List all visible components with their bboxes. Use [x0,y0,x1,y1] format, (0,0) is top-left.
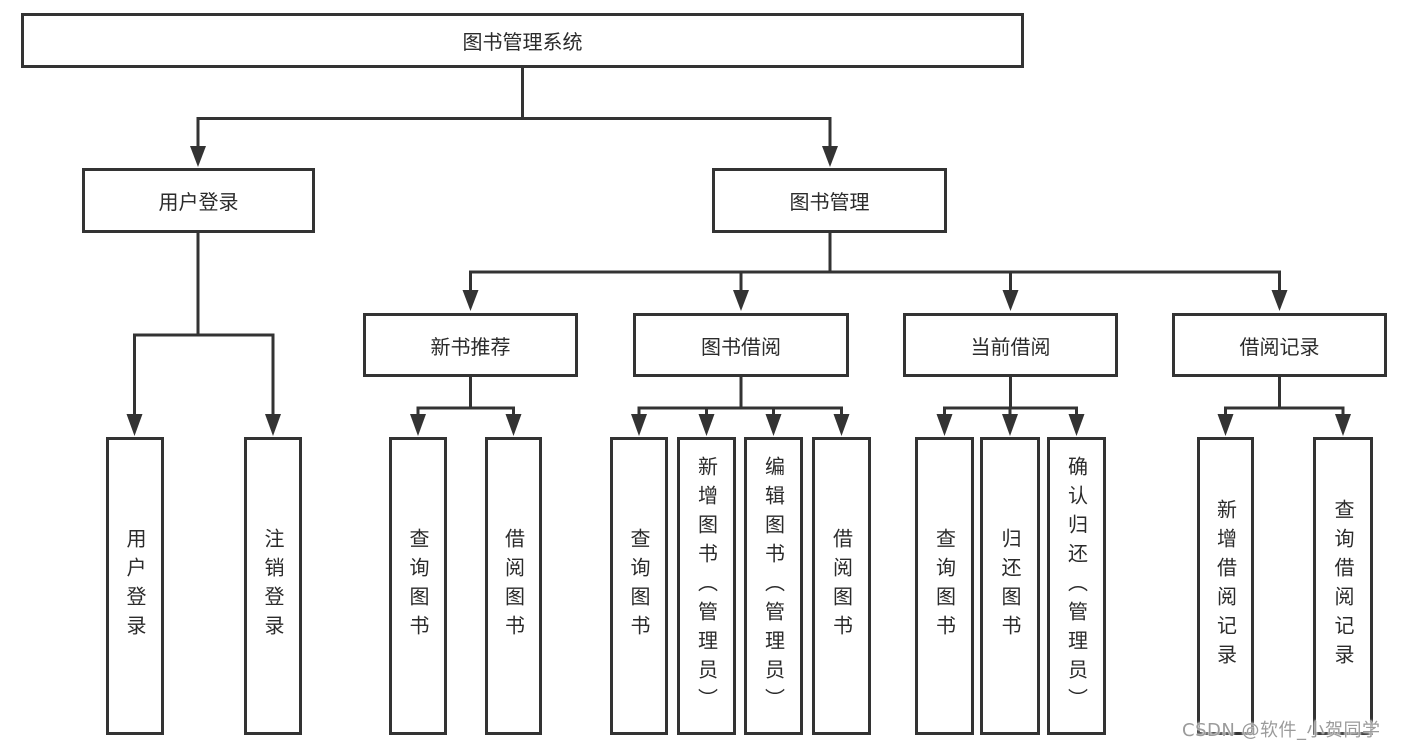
leaf-borrow-book-2-label: 借阅图书 [829,528,854,644]
leaf-logout: 注销登录 [244,437,302,735]
leaf-borrow-book-1: 借阅图书 [485,437,542,735]
node-book-borrow: 图书借阅 [633,313,849,377]
leaf-edit-book: 编辑图书（管理员） [744,437,803,735]
leaf-confirm-return: 确认归还（管理员） [1047,437,1106,735]
leaf-return-book: 归还图书 [980,437,1040,735]
node-borrow-records: 借阅记录 [1172,313,1387,377]
edge-user-login-children [126,233,281,436]
arrow-down [765,414,782,436]
arrow-down [1002,414,1018,436]
arrow-down [126,414,143,436]
leaf-query-record-label: 查询借阅记录 [1331,499,1355,673]
leaf-edit-book-label: 编辑图书（管理员） [761,455,786,717]
arrow-down [410,414,426,436]
node-root-label: 图书管理系统 [462,30,583,54]
arrow-down [1002,290,1019,311]
leaf-borrow-book-2: 借阅图书 [812,437,871,735]
leaf-user-login-label: 用户登录 [123,528,147,644]
arrow-down [698,414,715,436]
edge-book-mgmt-children [462,233,1288,311]
leaf-query-book-1-label: 查询图书 [406,528,430,644]
node-book-borrow-label: 图书借阅 [701,334,781,359]
leaf-confirm-return-label: 确认归还（管理员） [1064,455,1089,717]
arrow-down [936,414,953,436]
leaf-query-book-2: 查询图书 [610,437,668,735]
arrow-down [733,290,749,311]
node-current-borrow-label: 当前借阅 [970,334,1051,359]
node-user-login-label: 用户登录 [158,190,239,214]
leaf-add-book-label: 新增图书（管理员） [694,455,719,717]
node-root: 图书管理系统 [21,13,1024,68]
node-book-mgmt: 图书管理 [712,168,947,233]
arrow-down [1271,290,1288,311]
arrow-down [1068,414,1085,436]
leaf-user-login: 用户登录 [106,437,164,735]
leaf-query-book-3-label: 查询图书 [932,528,957,644]
leaf-query-book-2-label: 查询图书 [627,528,651,644]
node-book-mgmt-label: 图书管理 [789,190,870,214]
watermark: CSDN @软件_小贺同学 [1182,720,1381,741]
arrow-down [1217,414,1234,436]
node-new-book-rec-label: 新书推荐 [430,334,511,359]
node-borrow-records-label: 借阅记录 [1239,334,1320,359]
leaf-query-book-1: 查询图书 [389,437,447,735]
arrow-down [833,414,850,436]
leaf-add-record-label: 新增借阅记录 [1213,499,1238,673]
leaf-borrow-book-1-label: 借阅图书 [501,528,526,644]
edge-book-borrow-children [631,377,850,436]
edge-borrow-records-children [1217,377,1351,436]
arrow-down [505,414,522,436]
node-user-login: 用户登录 [82,168,315,233]
leaf-query-record: 查询借阅记录 [1313,437,1373,735]
arrow-down [265,414,281,436]
leaf-logout-label: 注销登录 [261,528,285,644]
leaf-query-book-3: 查询图书 [915,437,974,735]
edge-new-book-rec-children [410,377,522,436]
arrow-down [631,414,647,436]
edge-current-borrow-children [936,377,1085,436]
arrow-down [462,290,479,311]
leaf-add-record: 新增借阅记录 [1197,437,1254,735]
edge-root-to-level2 [190,68,838,167]
node-current-borrow: 当前借阅 [903,313,1118,377]
arrow-down [1335,414,1351,436]
arrow-down [190,146,206,167]
arrow-down [822,146,838,167]
node-new-book-rec: 新书推荐 [363,313,578,377]
leaf-return-book-label: 归还图书 [998,528,1022,644]
leaf-add-book: 新增图书（管理员） [677,437,736,735]
